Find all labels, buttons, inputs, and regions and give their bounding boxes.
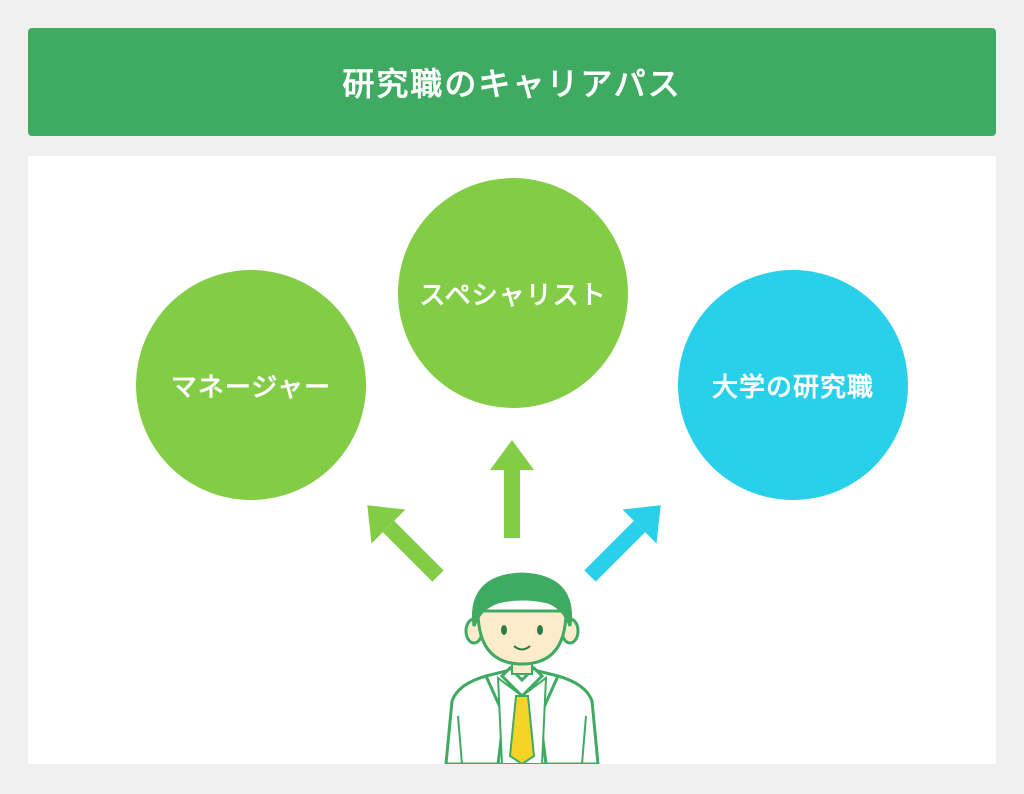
node-university: 大学の研究職 [678,270,908,500]
node-specialist: スペシャリスト [398,178,628,408]
node-manager: マネージャー [136,270,366,500]
eye-left [501,625,507,635]
arrow-to-university [584,505,661,582]
node-specialist-label: スペシャリスト [419,280,607,311]
face [476,609,568,666]
diagram-art [367,440,661,764]
eye-right [537,625,543,635]
tie [508,695,536,764]
header-banner: 研究職のキャリアパス [28,28,996,136]
node-university-label: 大学の研究職 [711,372,874,403]
page-title: 研究職のキャリアパス [342,65,682,103]
mouth [513,645,531,651]
arrow-to-specialist [490,440,534,538]
coat-seam-left [457,715,463,764]
hair [471,572,573,627]
coat-seam-right [581,715,587,764]
node-manager-label: マネージャー [170,372,332,403]
researcher-illustration [444,572,600,764]
diagram-panel: マネージャー スペシャリスト 大学の研究職 [28,156,996,764]
arrow-to-manager [367,505,444,582]
